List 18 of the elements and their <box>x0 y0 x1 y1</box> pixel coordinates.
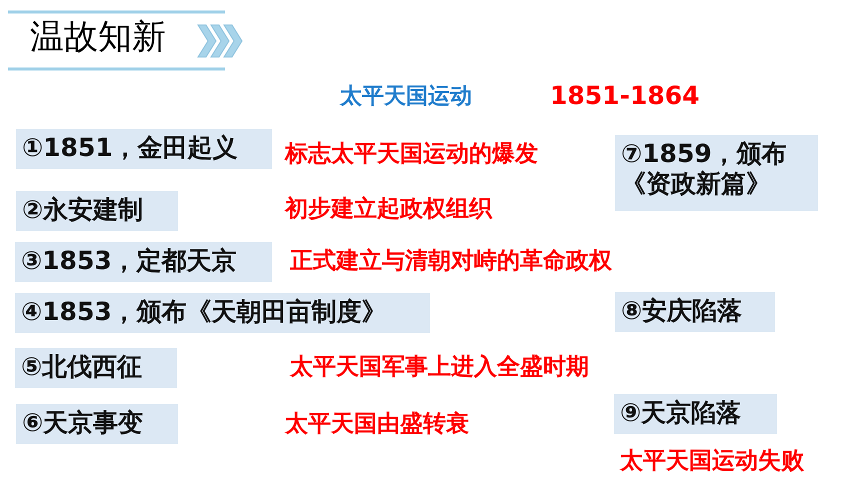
annotation: 标志太平天国运动的爆发 <box>285 141 538 168</box>
event-box: ⑧安庆陷落 <box>615 292 775 332</box>
annotation: 太平天国由盛转衰 <box>285 411 469 438</box>
subtitle: 太平天国运动 <box>340 84 472 110</box>
event-box: ⑥天京事变 <box>16 404 178 444</box>
event-box: ⑨天京陷落 <box>614 394 777 434</box>
event-box: ④1853，颁布《天朝田亩制度》 <box>15 293 430 333</box>
annotation: 初步建立起政权组织 <box>285 196 492 222</box>
event-box: ①1851，金田起义 <box>16 129 272 169</box>
date-range: 1851-1864 <box>550 82 700 111</box>
annotation: 太平天国军事上进入全盛时期 <box>290 354 589 380</box>
event-box: ⑤北伐西征 <box>15 348 177 388</box>
heading: 温故知新 <box>30 18 166 58</box>
event-box: ②永安建制 <box>16 191 178 231</box>
event-box: ③1853，定都天京 <box>15 242 272 282</box>
event-box: ⑦1859，颁布《资政新篇》 <box>615 135 818 211</box>
annotation: 太平天国运动失败 <box>620 448 804 474</box>
annotation: 正式建立与清朝对峙的革命政权 <box>290 248 612 274</box>
